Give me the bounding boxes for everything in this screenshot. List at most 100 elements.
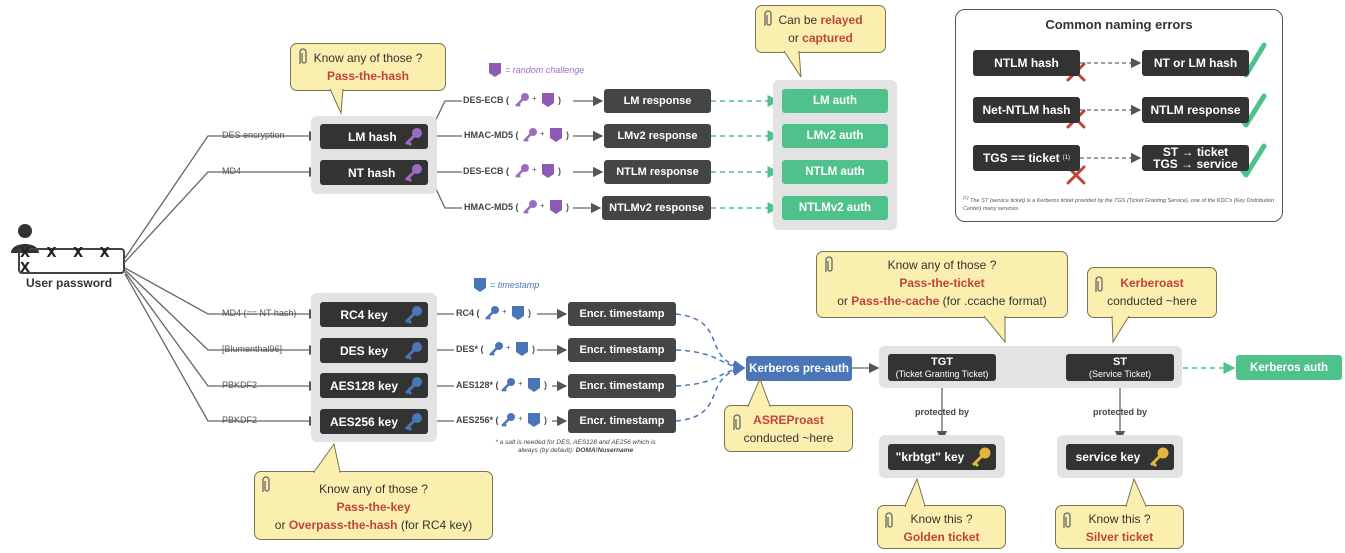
aes256-key-node: AES256 key — [320, 409, 428, 434]
right-term-node: NT or LM hash — [1142, 50, 1249, 76]
encr-timestamp-node: Encr. timestamp — [568, 409, 676, 433]
close-paren: ) — [558, 166, 561, 176]
pass-the-ticket-callout: Know any of those ? Pass-the-ticket or P… — [816, 251, 1068, 318]
salt-value: DOMA!Nusername — [575, 447, 634, 454]
purple-key-icon — [523, 128, 537, 142]
tgt-node: TGT(Ticket Granting Ticket) — [888, 354, 996, 381]
plus-sign: + — [506, 343, 511, 352]
golden-ticket-callout: Know this ? Golden ticket — [877, 505, 1006, 549]
plus-sign: + — [540, 129, 545, 138]
callout-tail — [904, 478, 926, 507]
timestamp-legend-icon — [474, 278, 486, 292]
wrong-term-text: TGS == ticket — [982, 151, 1060, 165]
callout-highlight: ASREProast — [753, 413, 824, 427]
tgt-title: TGT — [931, 356, 953, 368]
paperclip-icon — [1063, 512, 1071, 528]
callout-tail — [1125, 478, 1147, 507]
callout-highlight: captured — [802, 31, 853, 45]
plus-sign: + — [540, 201, 545, 210]
st-subtitle: (Service Ticket) — [1088, 369, 1151, 379]
callout-tail — [313, 443, 341, 473]
callout-line: conducted ~here — [743, 431, 834, 445]
salt-note-text: * a salt is needed for DES, AES128 and A… — [495, 439, 656, 454]
relay-callout: Can be relayed or captured — [755, 5, 886, 53]
ntlm-response-node: NTLM response — [604, 160, 711, 184]
timestamp-legend-label: = timestamp — [490, 280, 540, 290]
right-term-line: ST → ticket — [1162, 145, 1229, 159]
algo-name: HMAC-MD5 ( — [464, 130, 519, 140]
kerb-algo-name: DES* ( — [456, 344, 484, 354]
algo-label: HMAC-MD5 ( — [464, 202, 519, 212]
kerb-algo-name: AES128* ( — [456, 380, 499, 390]
close-paren: ) — [532, 344, 535, 354]
purple-key-icon — [515, 93, 529, 107]
timestamp-token-icon — [528, 378, 540, 392]
blue-key-icon — [501, 378, 515, 392]
wrong-term-node: NTLM hash — [973, 50, 1080, 76]
callout-highlight: Silver ticket — [1085, 530, 1154, 544]
paperclip-icon — [764, 10, 772, 26]
input-label-md4: MD4 — [222, 166, 242, 176]
algo-label: DES-ECB ( — [463, 95, 509, 105]
purple-key-icon — [523, 200, 537, 214]
challenge-token-icon — [550, 128, 562, 142]
lm-hash-label: LM hash — [348, 129, 397, 144]
callout-tail — [329, 89, 344, 115]
callout-tail — [1111, 316, 1130, 344]
callout-line: or — [788, 31, 803, 45]
plus-sign: + — [502, 307, 507, 316]
paperclip-icon — [299, 48, 307, 64]
silver-ticket-callout: Know this ? Silver ticket — [1055, 505, 1184, 549]
callout-line: Can be — [778, 13, 821, 27]
purple-key-icon — [404, 128, 422, 147]
lm-auth-node: LM auth — [782, 89, 888, 113]
protected-by-label: protected by — [915, 407, 970, 417]
blue-key-icon — [485, 306, 499, 320]
kerb-algo-name: RC4 ( — [456, 308, 480, 318]
close-paren: ) — [528, 308, 531, 318]
paperclip-icon — [262, 476, 270, 492]
algo-label: HMAC-MD5 ( — [464, 130, 519, 140]
callout-highlight: Pass-the-cache — [851, 294, 940, 308]
blue-key-icon — [404, 342, 422, 361]
blue-key-icon — [404, 413, 422, 432]
kerb-input-label: PBKDF2 — [222, 415, 258, 425]
naming-errors-title: Common naming errors — [1045, 17, 1193, 32]
kerb-algo-label: DES* ( — [456, 344, 484, 354]
kerb-algo-label: AES256* ( — [456, 415, 499, 425]
purple-key-icon — [515, 164, 529, 178]
timestamp-token-icon — [512, 306, 524, 320]
callout-line: Know this ? — [910, 512, 973, 526]
paperclip-icon — [885, 512, 893, 528]
plus-sign: + — [532, 94, 537, 103]
close-paren: ) — [566, 130, 569, 140]
callout-line: (for RC4 key) — [397, 518, 473, 532]
close-paren: ) — [544, 415, 547, 425]
kerb-algo-label: AES128* ( — [456, 380, 499, 390]
footnote-mark: (1) — [963, 195, 969, 200]
plus-sign: + — [518, 414, 523, 423]
blue-key-icon — [404, 306, 422, 325]
protected-by-label: protected by — [1093, 407, 1148, 417]
timestamp-token-icon — [528, 413, 540, 427]
paperclip-icon — [1095, 276, 1103, 292]
callout-tail — [783, 51, 802, 78]
callout-line: Know this ? — [1088, 512, 1151, 526]
encr-timestamp-node: Encr. timestamp — [568, 338, 676, 362]
plus-sign: + — [532, 165, 537, 174]
kerb-input-label: PBKDF2 — [222, 380, 258, 390]
challenge-legend-label: = random challenge — [505, 65, 585, 75]
naming-footnote: (1) The ST (service ticket) is a Kerbero… — [963, 194, 1279, 213]
kerberoast-callout: Kerberoast conducted ~here — [1087, 267, 1217, 318]
password-box: X X X X X — [18, 246, 125, 276]
blue-key-icon — [404, 377, 422, 396]
callout-tail — [983, 316, 1006, 344]
callout-highlight: Pass-the-key — [336, 500, 411, 514]
right-term-node: NTLM response — [1142, 97, 1249, 123]
naming-errors-panel: Common naming errors — [955, 9, 1283, 222]
algo-name: DES-ECB ( — [463, 95, 510, 105]
kerb-input-label: [Blumenthal96] — [222, 344, 283, 354]
kerb-algo-label: RC4 ( — [456, 308, 480, 318]
close-paren: ) — [558, 95, 561, 105]
